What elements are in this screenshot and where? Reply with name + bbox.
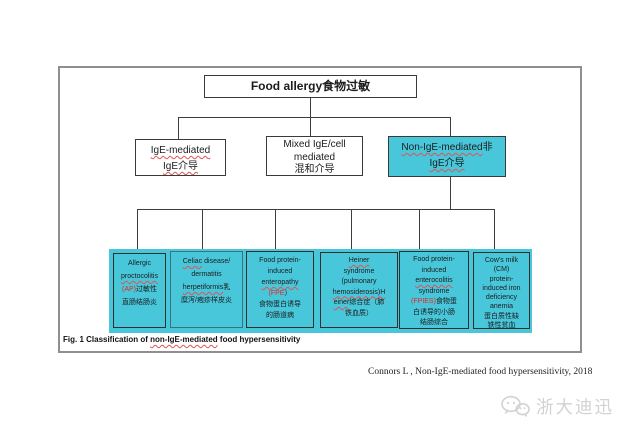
- connector-drop-4: [351, 209, 352, 252]
- citation-text: Connors L , Non-IgE-mediated food hypers…: [368, 367, 593, 377]
- connector-drop-3: [275, 209, 276, 251]
- connector-root-stem: [310, 97, 311, 117]
- connector-level3-rail: [137, 209, 494, 210]
- connector-drop-mixed: [310, 117, 311, 136]
- node-food-allergy: Food allergy食物过敏: [204, 75, 417, 98]
- connector-level2-rail: [178, 117, 451, 118]
- watermark: 浙大迪迅: [500, 392, 614, 420]
- watermark-label: 浙大迪迅: [536, 396, 614, 417]
- connector-nonige-stem: [450, 177, 451, 209]
- connector-drop-6: [494, 209, 495, 252]
- figure-caption: Fig. 1 Classification of non-IgE-mediate…: [63, 335, 301, 344]
- connector-drop-1: [137, 209, 138, 253]
- connector-drop-ige: [178, 117, 179, 139]
- connector-drop-nonige: [450, 117, 451, 136]
- wechat-icon: [501, 395, 530, 417]
- connector-drop-2: [202, 209, 203, 251]
- figure-frame: [58, 66, 582, 353]
- connector-drop-5: [419, 209, 420, 251]
